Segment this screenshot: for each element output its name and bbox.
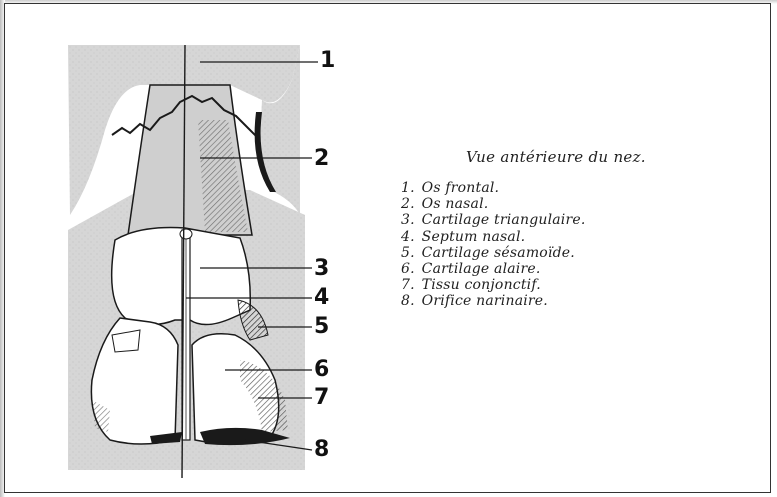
callout-4: 4: [314, 287, 329, 309]
callout-8: 8: [314, 439, 329, 461]
legend-item: 6. Cartilage alaire.: [401, 261, 586, 277]
callout-2: 2: [314, 148, 329, 170]
legend-text: Cartilage triangulaire.: [422, 212, 586, 228]
legend-number: 3.: [401, 212, 417, 228]
septum-top: [180, 229, 192, 239]
legend-number: 6.: [401, 261, 417, 277]
legend-number: 7.: [401, 277, 417, 293]
legend-text: Orifice narinaire.: [422, 293, 548, 309]
legend-number: 5.: [401, 245, 417, 261]
legend-number: 2.: [401, 196, 417, 212]
legend-text: Cartilage sésamoïde.: [422, 245, 575, 261]
legend-text: Tissu conjonctif.: [422, 277, 541, 293]
legend-text: Os nasal.: [422, 196, 489, 212]
legend-text: Cartilage alaire.: [422, 261, 541, 277]
triangular-cartilage: [112, 228, 251, 325]
legend-item: 4. Septum nasal.: [401, 229, 586, 245]
legend-item: 2. Os nasal.: [401, 196, 586, 212]
legend-item: 8. Orifice narinaire.: [401, 293, 586, 309]
callout-5: 5: [314, 316, 329, 338]
legend-list: 1. Os frontal. 2. Os nasal. 3. Cartilage…: [401, 180, 586, 310]
legend-item: 5. Cartilage sésamoïde.: [401, 245, 586, 261]
figure-caption: Vue antérieure du nez.: [466, 148, 646, 166]
legend-item: 7. Tissu conjonctif.: [401, 277, 586, 293]
legend-item: 1. Os frontal.: [401, 180, 586, 196]
callout-1: 1: [320, 50, 335, 72]
legend-number: 4.: [401, 229, 417, 245]
legend-number: 8.: [401, 293, 417, 309]
legend-item: 3. Cartilage triangulaire.: [401, 212, 586, 228]
callout-7: 7: [314, 387, 329, 409]
legend-text: Septum nasal.: [422, 229, 526, 245]
legend-number: 1.: [401, 180, 417, 196]
legend-text: Os frontal.: [422, 180, 500, 196]
callout-6: 6: [314, 359, 329, 381]
callout-3: 3: [314, 258, 329, 280]
